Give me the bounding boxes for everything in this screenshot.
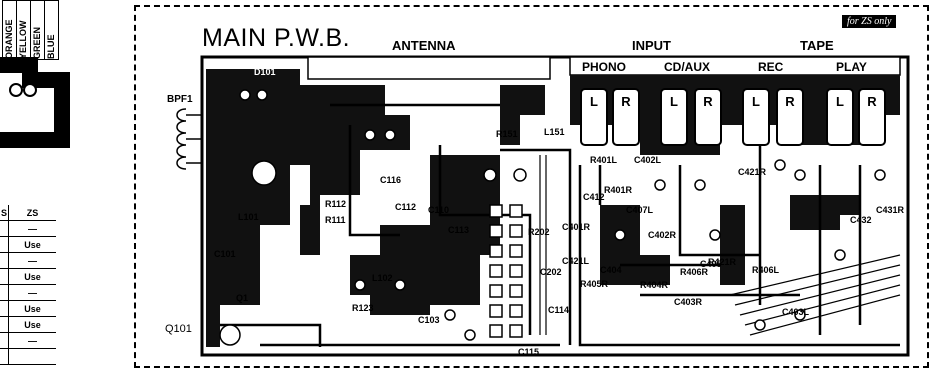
input-label: INPUT [632,38,671,53]
svg-text:R401L: R401L [590,155,618,165]
phono-label: PHONO [582,60,627,74]
svg-text:R406L: R406L [752,265,780,275]
connector-pin: R [858,88,886,146]
svg-text:R401R: R401R [604,185,633,195]
table-row: Use [0,268,56,285]
connector-pin: R [694,88,722,146]
svg-text:R421R: R421R [708,257,737,267]
svg-text:L102: L102 [372,273,393,283]
table-cell [0,316,9,333]
connector-pin: L [580,88,608,146]
table-cell [0,348,9,365]
rec-label: REC [758,60,784,74]
svg-text:R202: R202 [528,227,550,237]
svg-text:R405R: R405R [580,279,609,289]
svg-text:C115: C115 [518,347,539,357]
connector-pin: R [776,88,804,146]
svg-text:C432: C432 [850,215,872,225]
svg-text:C401R: C401R [562,222,591,232]
svg-text:C402R: C402R [648,230,677,240]
table-row: — [0,332,56,349]
svg-text:C405: C405 [700,259,722,269]
table-cell [0,268,9,285]
svg-text:R123: R123 [352,303,374,313]
board-title: MAIN P.W.B. [202,24,351,52]
table-cell [0,252,9,269]
q101-label: Q101 [164,323,193,335]
table-cell [0,220,9,237]
table-cell [8,348,56,365]
bpf1-label: BPF1 [166,94,194,105]
tape-label: TAPE [800,38,834,53]
table-cell [0,236,9,253]
wire-color-label: ORANGE [2,0,17,60]
svg-text:C114: C114 [548,305,569,315]
svg-text:C101: C101 [214,249,236,259]
svg-text:C404: C404 [600,265,622,275]
svg-text:R404R: R404R [640,280,669,290]
connector-pin: L [826,88,854,146]
svg-text:R151: R151 [496,129,518,139]
svg-text:C431R: C431R [876,205,905,215]
table-cell: Use [8,316,56,333]
board-frame [134,5,929,368]
usage-table: S ZS — Use — Use — Use Use — [0,205,56,365]
table-row: Use [0,316,56,333]
svg-text:R406R: R406R [680,267,709,277]
svg-text:C407L: C407L [626,205,654,215]
table-cell [0,284,9,301]
svg-text:C412: C412 [583,192,605,202]
table-row: — [0,220,56,237]
svg-text:C421L: C421L [562,256,590,266]
svg-text:R112: R112 [325,199,346,209]
table-row: — [0,252,56,269]
svg-text:C112: C112 [395,202,416,212]
svg-text:L101: L101 [238,212,259,222]
table-row [0,348,56,365]
zs-only-note: for ZS only [842,15,897,28]
svg-text:R111: R111 [325,215,346,225]
svg-text:C116: C116 [380,175,401,185]
svg-text:D101: D101 [254,67,276,77]
svg-text:L151: L151 [544,127,565,137]
table-row: — [0,284,56,301]
wire-color-label: BLUE [44,0,59,60]
table-cell [0,300,9,317]
table-header-cell: S [0,205,9,221]
wire-color-label: GREEN [30,0,45,60]
table-cell: Use [8,268,56,285]
cd-aux-label: CD/AUX [664,60,711,74]
svg-text:Q1: Q1 [236,293,248,303]
svg-text:C403R: C403R [674,297,703,307]
table-cell: — [8,220,56,237]
svg-text:C421R: C421R [738,167,767,177]
svg-text:C403L: C403L [782,307,810,317]
table-cell: — [8,252,56,269]
connector-pin: L [742,88,770,146]
svg-text:C202: C202 [540,267,562,277]
table-cell [0,332,9,349]
play-label: PLAY [836,60,867,74]
connector-pin: L [660,88,688,146]
svg-text:C103: C103 [418,315,440,325]
antenna-label: ANTENNA [392,38,456,53]
svg-text:C113: C113 [448,225,469,235]
wire-color-label: YELLOW [16,0,31,60]
connector-pin: R [612,88,640,146]
table-cell: — [8,284,56,301]
pcb-artwork: D101 R151 L151 C116 C110 C113 C112 R112 … [200,55,910,357]
table-row: Use [0,236,56,253]
table-cell: Use [8,236,56,253]
svg-text:C402L: C402L [634,155,662,165]
table-cell: — [8,332,56,349]
wire-harness-trace [0,57,70,148]
svg-text:C110: C110 [428,205,449,215]
table-header-cell: ZS [8,205,56,221]
table-cell: Use [8,300,56,317]
table-row: Use [0,300,56,317]
